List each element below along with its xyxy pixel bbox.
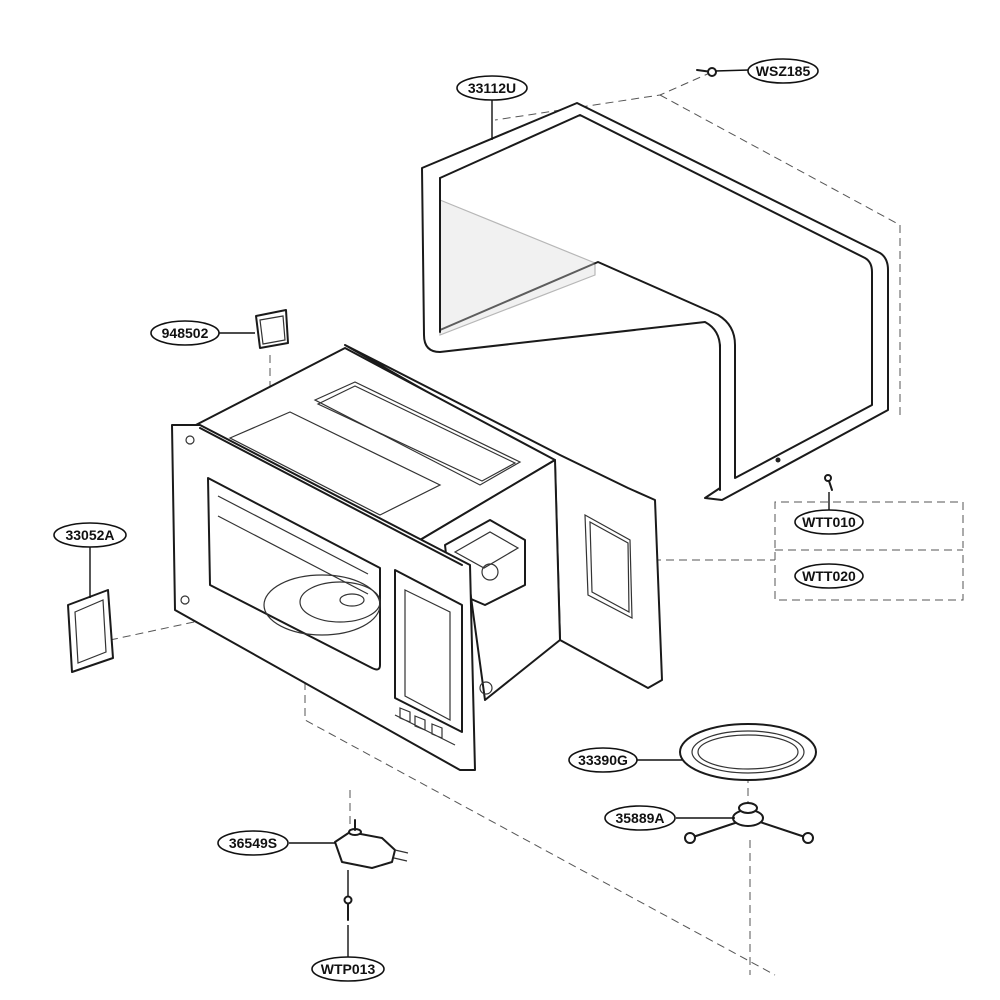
part-label-wtt010: WTT010: [794, 509, 864, 535]
part-label-36549s: 36549S: [217, 830, 289, 856]
part-label-wtp013: WTP013: [311, 956, 385, 982]
outer-cabinet: [421, 102, 889, 501]
roller-guide: [684, 802, 814, 844]
part-number: 33052A: [65, 527, 114, 543]
part-label-35889a: 35889A: [604, 805, 676, 831]
part-number: 35889A: [615, 810, 664, 826]
part-label-33052a: 33052A: [53, 522, 127, 548]
part-number: 36549S: [229, 835, 277, 851]
part-number: 33390G: [578, 752, 628, 768]
leader-lines: [89, 69, 830, 957]
glass-tray: [679, 723, 817, 781]
part-number: WSZ185: [756, 63, 811, 79]
part-label-33112u: 33112U: [456, 75, 528, 101]
part-label-948502: 948502: [150, 320, 220, 346]
part-label-wtt020: WTT020: [794, 563, 864, 589]
part-label-33390g: 33390G: [568, 747, 638, 773]
part-label-wsz185: WSZ185: [747, 58, 819, 84]
waveguide-cover: [255, 309, 289, 349]
lamp-cover: [67, 589, 114, 673]
part-number: 948502: [162, 325, 209, 341]
part-number: WTT010: [802, 514, 856, 530]
part-number: 33112U: [468, 80, 516, 96]
option-boxes: [774, 501, 964, 601]
part-number: WTP013: [321, 961, 376, 977]
turntable-motor: [334, 819, 409, 869]
oven-chassis: [171, 344, 663, 771]
screws: [343, 67, 833, 921]
part-number: WTT020: [802, 568, 856, 584]
